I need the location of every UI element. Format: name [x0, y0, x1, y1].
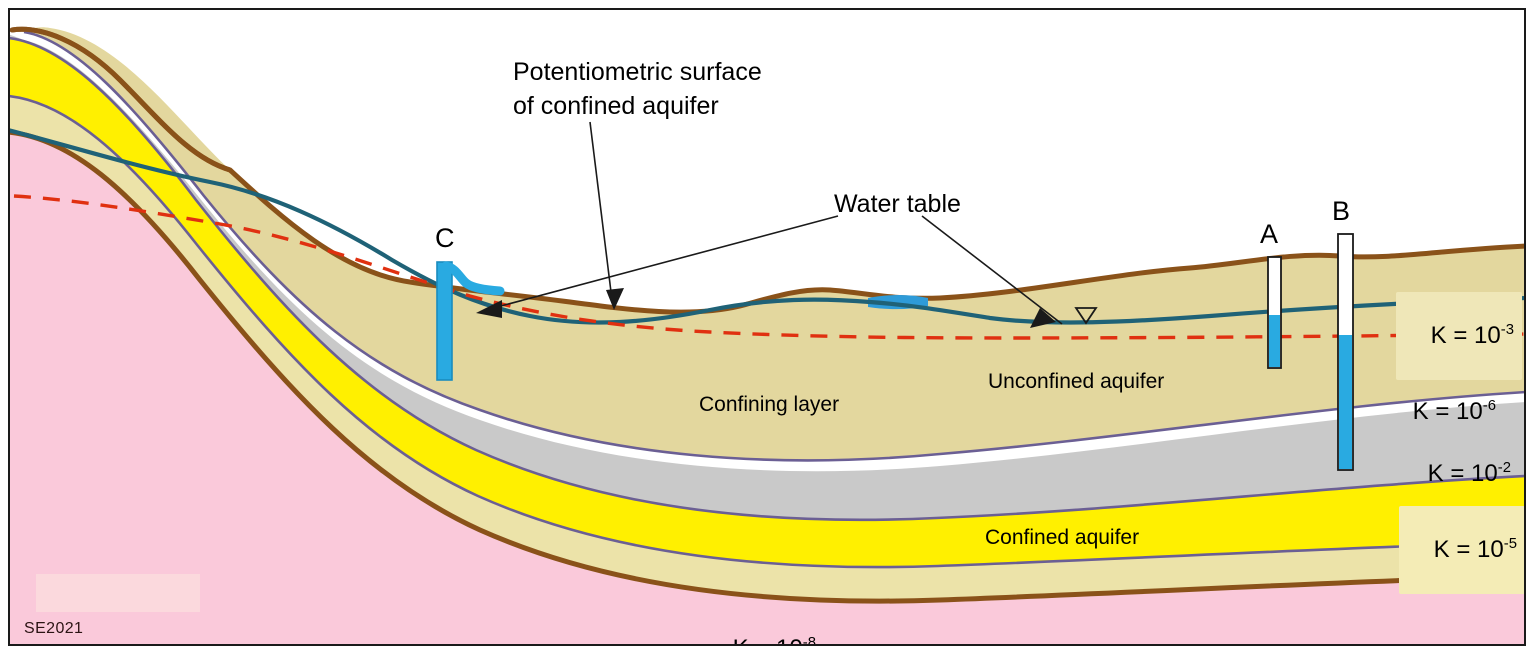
bedrock-top-boundary [10, 129, 1524, 604]
water-table-leader-right [921, 215, 1063, 328]
water-table-triangle-icon [1074, 307, 1098, 325]
well-c-outflow [441, 261, 505, 296]
potentiometric-leader [589, 121, 624, 310]
well-a-water-column [1269, 315, 1280, 367]
upper-yellow-outcrop-boundary [11, 26, 231, 173]
confining-layer-top-boundary [23, 30, 1524, 462]
well-c-group[interactable] [436, 261, 505, 381]
potentiometric-surface-line [13, 194, 1524, 340]
well-a-group[interactable] [1267, 256, 1282, 369]
water-table-leader-left [476, 215, 839, 318]
cross-section-diagram [10, 26, 1524, 644]
confining-layer-base-boundary [10, 37, 1524, 522]
confined-aquifer-unit [10, 38, 1524, 568]
figure-frame: SE2021 Potentiometric surface of confine… [8, 8, 1526, 646]
unconfined-aquifer-unit [24, 27, 1524, 461]
well-c-casing [436, 261, 453, 381]
watermark-box [36, 574, 200, 612]
water-table-line [10, 128, 1524, 325]
well-b-water-column [1339, 335, 1352, 469]
well-b-group[interactable] [1337, 233, 1354, 471]
bedrock-unit [10, 132, 1524, 644]
